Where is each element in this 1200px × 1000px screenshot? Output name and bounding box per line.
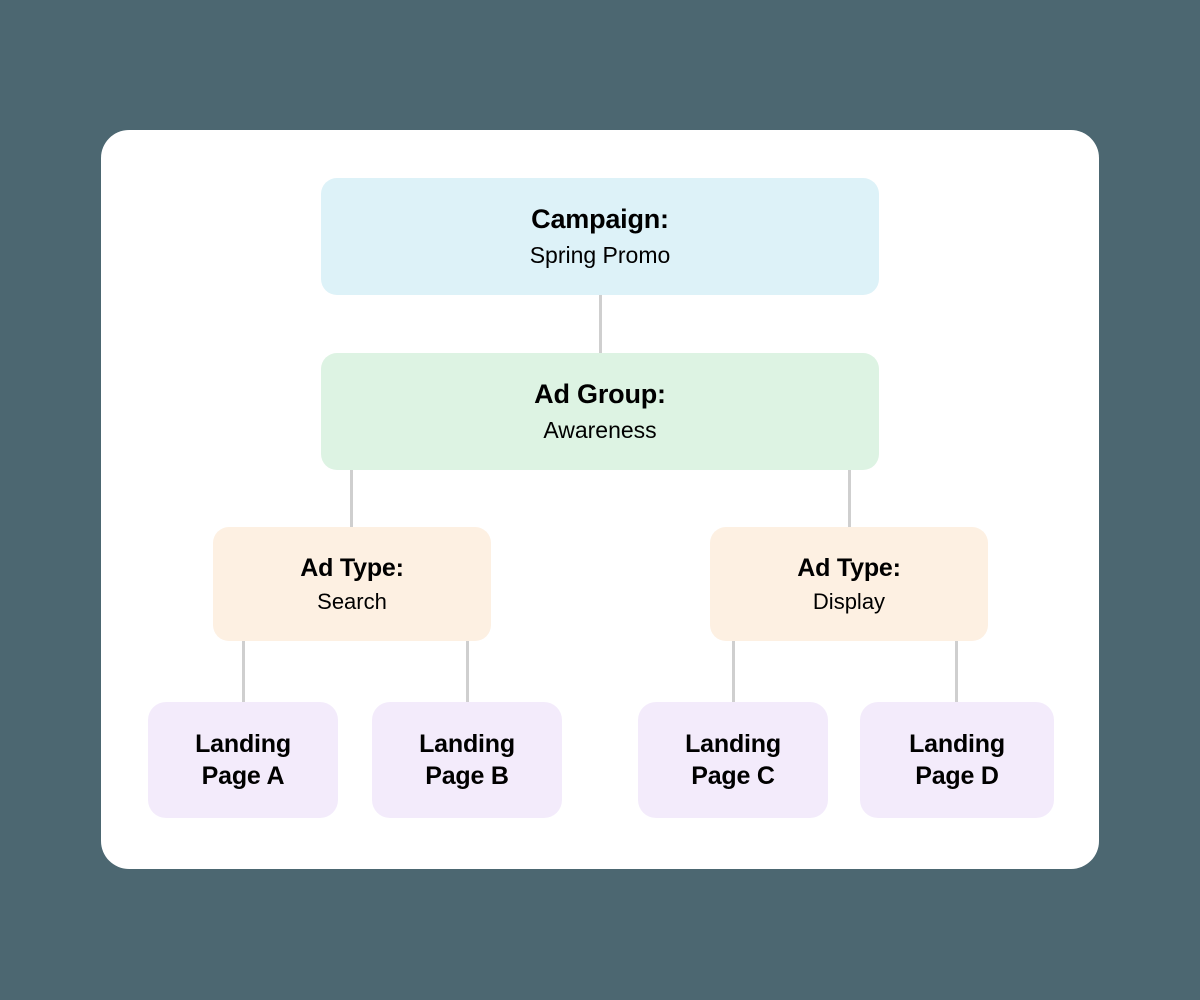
- node-ad-group-title: Ad Group:: [534, 379, 666, 410]
- connector-adtype-search-to-landing-a: [242, 641, 245, 702]
- node-ad-type-display[interactable]: Ad Type: Display: [710, 527, 988, 641]
- connector-adtype-search-to-landing-b: [466, 641, 469, 702]
- node-ad-type-display-subtitle: Display: [812, 588, 886, 614]
- node-landing-page-d-title: Landing Page D: [909, 730, 1005, 790]
- connector-adgroup-to-adtype-display: [848, 470, 851, 527]
- node-campaign-title: Campaign:: [531, 204, 669, 235]
- diagram-card: Campaign: Spring Promo Ad Group: Awarene…: [101, 130, 1099, 869]
- node-ad-type-display-title: Ad Type:: [797, 553, 901, 582]
- connector-adtype-display-to-landing-c: [732, 641, 735, 702]
- node-landing-page-c-title: Landing Page C: [685, 730, 781, 790]
- node-campaign-subtitle: Spring Promo: [529, 241, 671, 268]
- node-campaign[interactable]: Campaign: Spring Promo: [321, 178, 879, 295]
- node-ad-group-subtitle: Awareness: [543, 416, 657, 443]
- connector-adtype-display-to-landing-d: [955, 641, 958, 702]
- connector-adgroup-to-adtype-search: [350, 470, 353, 527]
- connector-campaign-to-adgroup: [599, 295, 602, 353]
- node-ad-group[interactable]: Ad Group: Awareness: [321, 353, 879, 470]
- node-landing-page-d[interactable]: Landing Page D: [860, 702, 1054, 818]
- node-landing-page-b[interactable]: Landing Page B: [372, 702, 562, 818]
- node-landing-page-c[interactable]: Landing Page C: [638, 702, 828, 818]
- node-ad-type-search-title: Ad Type:: [300, 553, 404, 582]
- node-ad-type-search-subtitle: Search: [317, 588, 387, 614]
- node-landing-page-a[interactable]: Landing Page A: [148, 702, 338, 818]
- node-landing-page-a-title: Landing Page A: [195, 730, 291, 790]
- node-landing-page-b-title: Landing Page B: [419, 730, 515, 790]
- node-ad-type-search[interactable]: Ad Type: Search: [213, 527, 491, 641]
